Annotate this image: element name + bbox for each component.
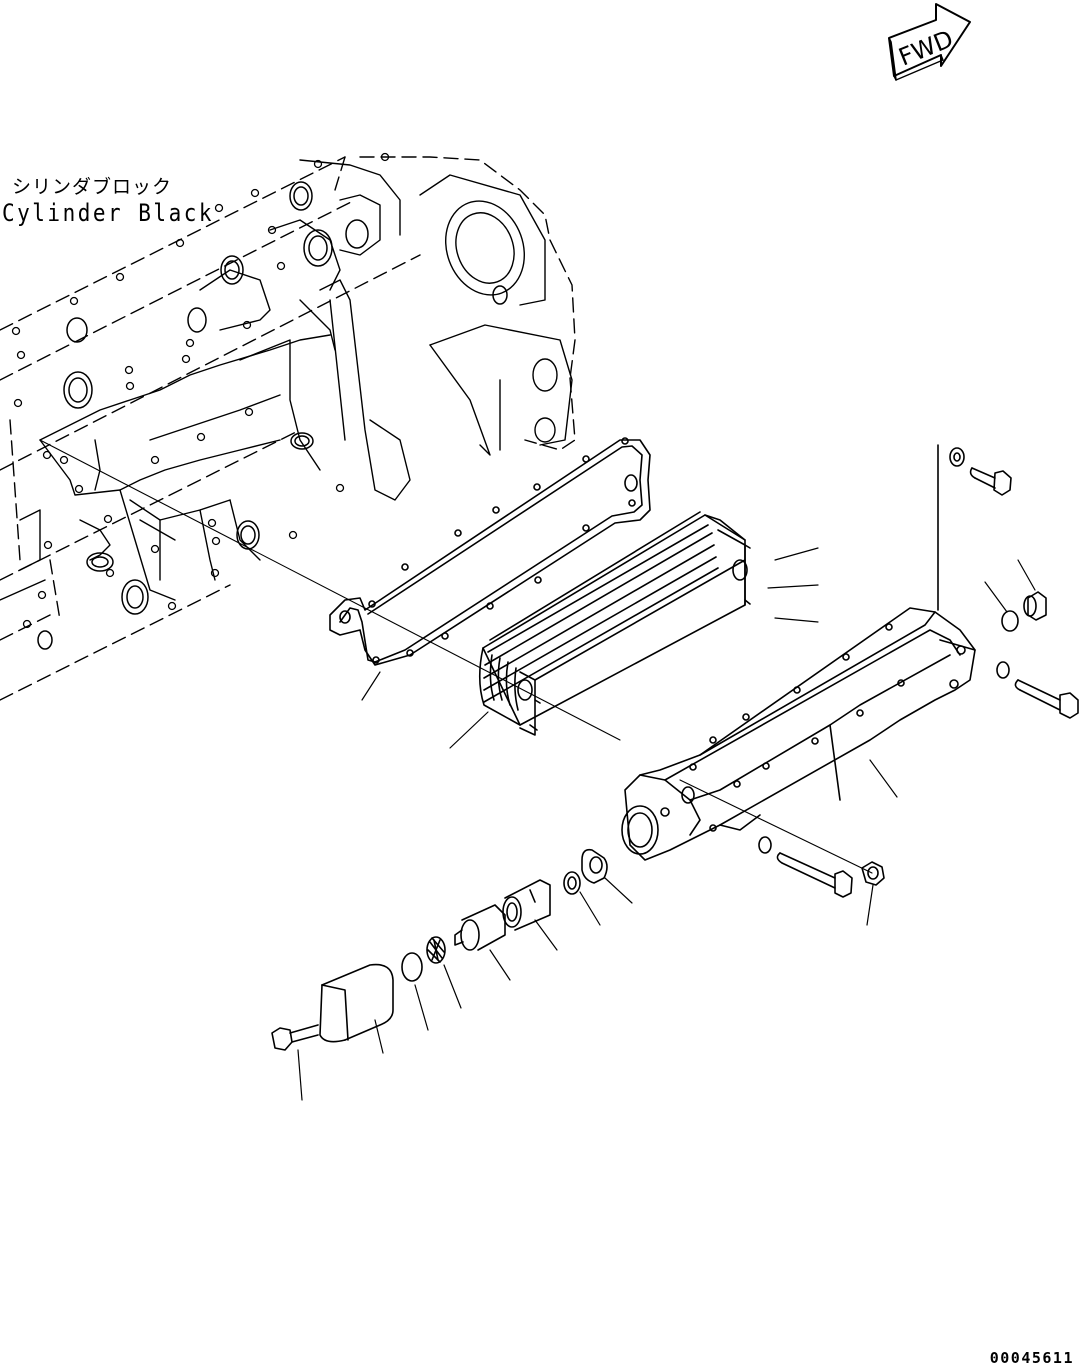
cooler-cover xyxy=(621,607,976,861)
gasket xyxy=(329,437,651,666)
cylinder-block-bores xyxy=(37,181,508,650)
cylinder-block-holes xyxy=(11,152,390,629)
fasteners-right xyxy=(937,444,1079,719)
oil-cooler-element xyxy=(478,511,751,736)
block-label-jp: シリンダブロック xyxy=(12,176,173,198)
cylinder-block xyxy=(0,156,576,701)
document-id: 00045611 xyxy=(989,1349,1074,1367)
leader-lines xyxy=(297,547,1036,1101)
fwd-arrow-icon: FWD xyxy=(888,3,971,81)
valve-parts xyxy=(271,848,608,1051)
fasteners-bottom xyxy=(758,836,885,898)
block-label-en: Cylinder Black xyxy=(2,199,215,227)
assembly-axis xyxy=(39,439,873,874)
